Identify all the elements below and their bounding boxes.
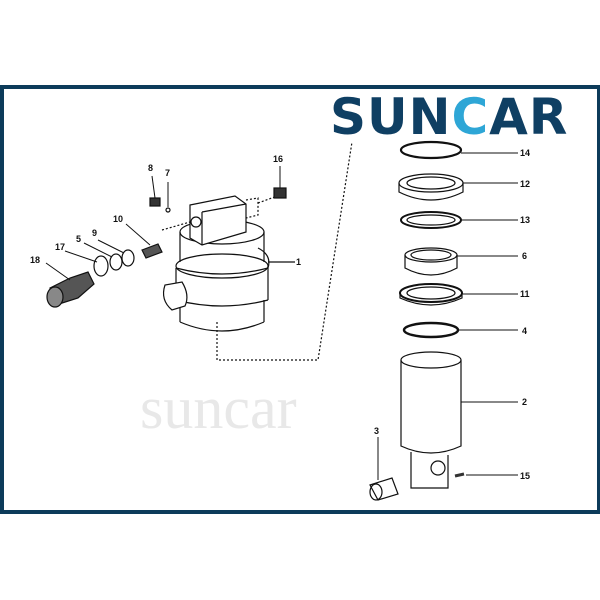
part-14-ring	[399, 140, 463, 160]
part-8-plug	[149, 197, 161, 207]
label-6: 6	[522, 251, 527, 261]
label-14: 14	[520, 148, 530, 158]
right-parts-stack	[369, 140, 465, 501]
label-9: 9	[92, 228, 97, 238]
label-1: 1	[296, 257, 301, 267]
part-9-oring	[121, 249, 135, 267]
label-15: 15	[520, 471, 530, 481]
label-16: 16	[273, 154, 283, 164]
leader-lines	[45, 152, 518, 480]
label-11: 11	[520, 289, 530, 299]
label-4: 4	[522, 326, 527, 336]
diagram-frame	[0, 85, 600, 514]
part-1-body	[162, 141, 353, 361]
part-2-shaft	[400, 351, 462, 369]
part-17-ring	[93, 255, 109, 277]
label-3: 3	[374, 426, 379, 436]
label-13: 13	[520, 215, 530, 225]
small-parts	[46, 187, 287, 308]
label-10: 10	[113, 214, 123, 224]
label-17: 17	[55, 242, 65, 252]
watermark: suncar	[140, 375, 297, 441]
part-labels: 1 16 8 7 10 9 5 17 18 14 12 13 6 11 4 2 …	[30, 148, 530, 481]
label-12: 12	[520, 179, 530, 189]
label-5: 5	[76, 234, 81, 244]
part-16-plug	[273, 187, 287, 199]
label-8: 8	[148, 163, 153, 173]
part-4-snapring	[402, 321, 460, 339]
part-7-ball	[165, 207, 171, 213]
part-10-valve	[141, 243, 163, 259]
part-3-pin	[369, 477, 399, 501]
label-7: 7	[165, 168, 170, 178]
label-18: 18	[30, 255, 40, 265]
suncar-logo: SUNCAR	[330, 88, 569, 146]
part-5-oring	[109, 253, 123, 271]
label-2: 2	[522, 397, 527, 407]
